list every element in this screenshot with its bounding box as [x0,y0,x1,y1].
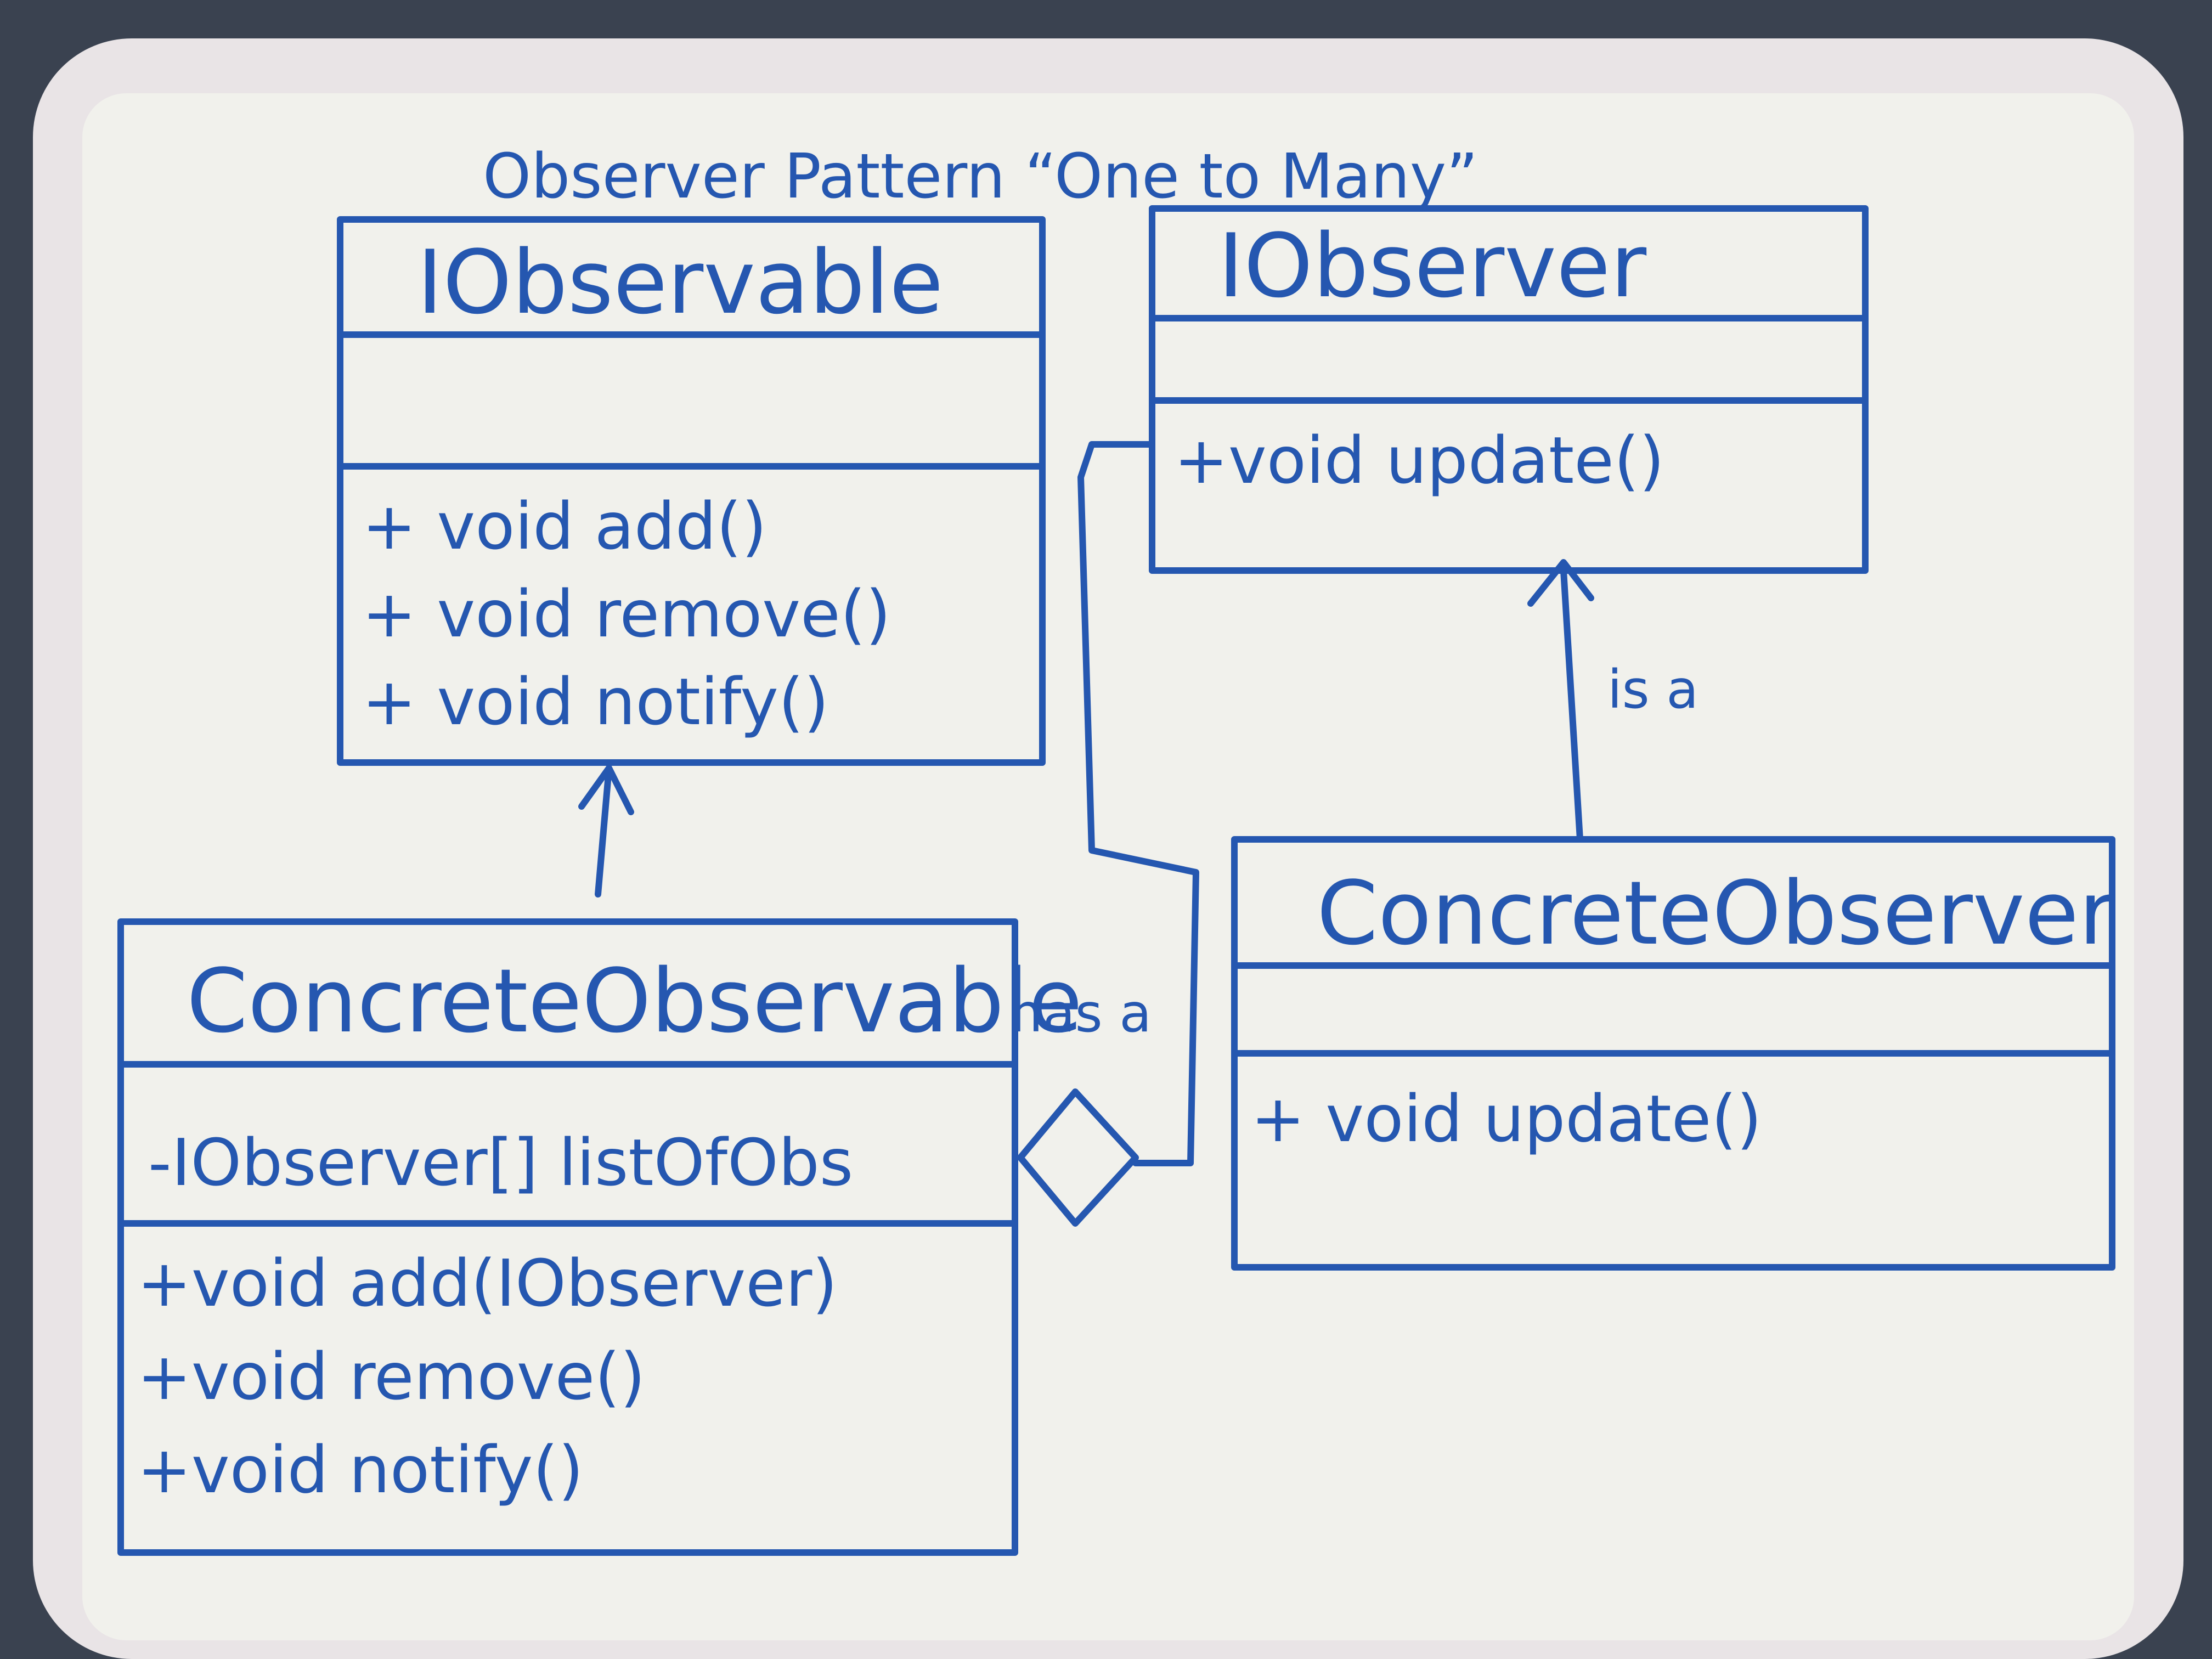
class-name: ConcreteObservable [187,950,1082,1052]
class-concreteobservable: ConcreteObservable -IObserver[] listOfOb… [117,918,1082,1556]
inheritance-arrow-observable [578,765,634,898]
class-name: IObservable [417,231,943,334]
arrow-shaft [1560,567,1583,843]
class-box [117,918,1018,1556]
method: + void add() [362,488,767,564]
method: +void update() [1174,422,1664,498]
aggregation-diamond [1017,1088,1139,1227]
method: +void add(IObserver) [137,1245,837,1321]
class-name: ConcreteObserver [1317,862,2115,964]
relation-label-has-a: has a [1009,983,1152,1044]
inheritance-arrow-observer: is a [1527,559,1699,843]
aggregation-connector: has a [1009,441,1199,1227]
diagram-title: Observer Pattern “One to Many” [483,141,1478,212]
method: + void remove() [362,576,891,652]
class-iobservable: IObservable + void add() + void remove()… [337,216,1046,766]
arrow-head [1527,559,1594,607]
attribute: -IObserver[] listOfObs [148,1125,853,1200]
class-box [1149,205,1869,574]
arrow-shaft [595,765,612,898]
method: +void remove() [137,1339,645,1414]
relation-label-is-a: is a [1607,659,1699,720]
method: + void notify() [362,664,829,740]
method: +void notify() [137,1432,584,1508]
arrow-head [578,765,634,815]
class-iobserver: IObserver +void update() [1149,205,1869,574]
board-surface [82,93,2134,1640]
class-name: IObserver [1218,215,1646,317]
connector-line [1077,441,1199,1166]
class-concreteobserver: ConcreteObserver + void update() [1231,836,2115,1271]
class-box [337,216,1046,766]
method: + void update() [1251,1081,1762,1156]
